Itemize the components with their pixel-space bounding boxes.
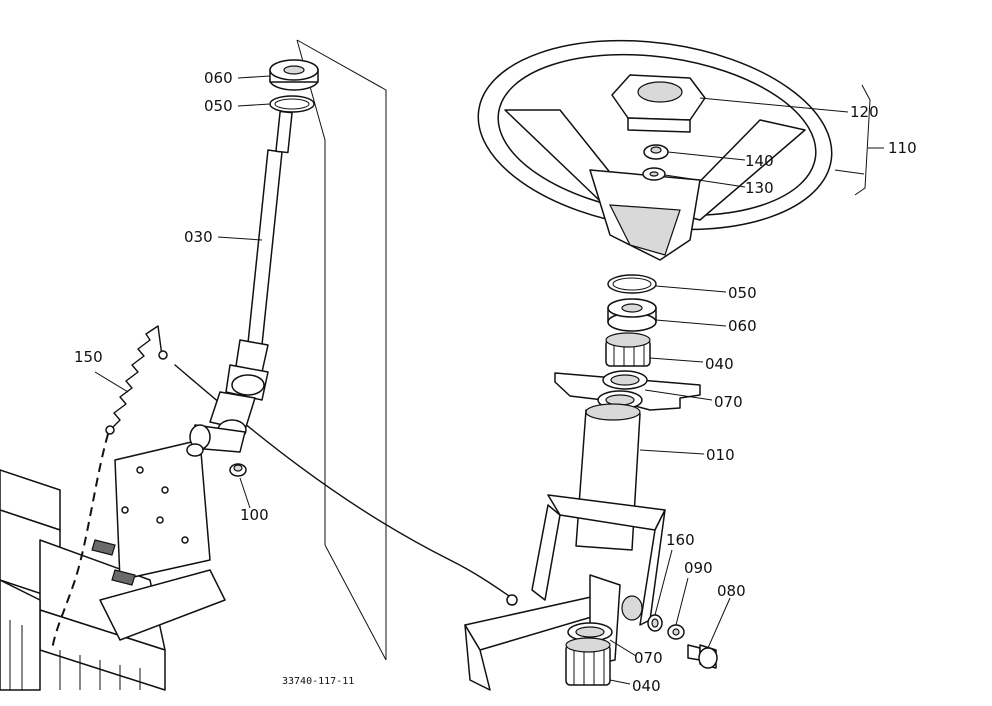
steering-wheel-110: [477, 39, 833, 261]
snap-ring-050-mid: [607, 274, 657, 294]
washer-090: [667, 624, 685, 640]
label-140: 140: [745, 152, 774, 170]
drawing-number: 33740-117-11: [282, 676, 354, 687]
label-130: 130: [745, 179, 774, 197]
gear-040-mid: [605, 332, 651, 367]
label-040-mid: 040: [705, 355, 734, 373]
label-120: 120: [850, 103, 879, 121]
steering-column-010: [464, 403, 666, 691]
washer-130: [642, 167, 666, 181]
bearing-060-mid: [607, 298, 657, 332]
label-040-bottom: 040: [632, 677, 661, 695]
steering-shaft-030: [186, 110, 293, 457]
projection-frame: [296, 39, 387, 661]
label-100: 100: [240, 506, 269, 524]
washer-160: [647, 614, 663, 632]
label-010: 010: [706, 446, 735, 464]
leader-lines: [94, 75, 884, 685]
part-labels: 060 050 030 150 100 120 110 140 130 050 …: [74, 69, 917, 695]
label-050-mid: 050: [728, 284, 757, 302]
snap-ring-050-top: [269, 95, 315, 113]
cap-120: [611, 74, 706, 133]
label-090: 090: [684, 559, 713, 577]
chassis-frame: [0, 439, 226, 691]
nut-100: [229, 463, 247, 477]
nut-140: [643, 144, 669, 160]
label-160: 160: [666, 531, 695, 549]
bearing-060-top: [269, 59, 319, 91]
label-060-mid: 060: [728, 317, 757, 335]
bolt-080: [687, 644, 718, 669]
label-080: 080: [717, 582, 746, 600]
label-050-top: 050: [204, 97, 233, 115]
label-150: 150: [74, 348, 103, 366]
label-070-mid: 070: [714, 393, 743, 411]
label-060-top: 060: [204, 69, 233, 87]
label-070-bottom: 070: [634, 649, 663, 667]
label-030: 030: [184, 228, 213, 246]
gear-040-bottom: [565, 637, 611, 686]
label-110: 110: [888, 139, 917, 157]
